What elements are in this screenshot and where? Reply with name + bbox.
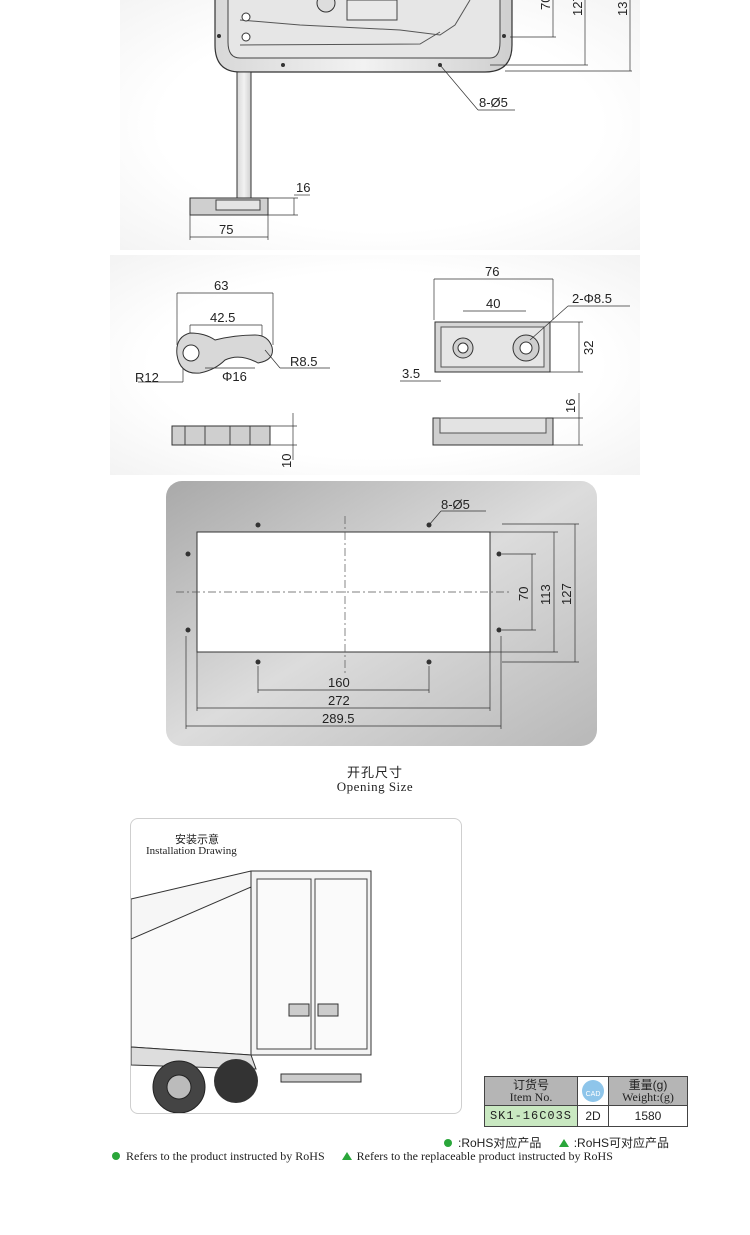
rohs-triangle-icon xyxy=(558,1139,569,1147)
weight-header: 重量(g)Weight:(g) xyxy=(608,1076,688,1106)
dim-75: 75 xyxy=(219,222,233,237)
dim-phi16: Φ16 xyxy=(222,369,247,384)
dim-r8-5: R8.5 xyxy=(290,354,317,369)
cad-icon: CAD xyxy=(582,1080,604,1102)
dim-63: 63 xyxy=(214,278,228,293)
holes-2-phi8-5: 2-Φ8.5 xyxy=(572,291,612,306)
dim-127-opening: 127 xyxy=(559,583,574,605)
bracket-part: 76 40 2-Φ8.5 32 3.5 16 xyxy=(400,264,630,446)
dim-127: 127 xyxy=(570,0,585,16)
dim-70-opening: 70 xyxy=(516,587,531,601)
key-cylinder-icon xyxy=(316,0,336,13)
legend-en: Refers to the product instructed by RoHS… xyxy=(112,1149,613,1164)
cam-part: 63 42.5 R12 Φ16 R8.5 10 xyxy=(135,278,330,468)
cad-type-cell[interactable]: 2D xyxy=(577,1105,609,1127)
opening-size-drawing: 8-Ø5 160 272 289.5 70 113 127 xyxy=(166,481,597,746)
legend-rohs-en: Refers to the product instructed by RoHS xyxy=(126,1149,325,1163)
rohs-circle-icon xyxy=(444,1139,452,1147)
legend-rohs-cn: :RoHS对应产品 xyxy=(458,1136,542,1150)
installation-drawing-box: 安装示意 Installation Drawing xyxy=(130,818,462,1114)
dim-113: 113 xyxy=(538,584,553,605)
dim-70: 70 xyxy=(538,0,553,10)
rohs-triangle-icon xyxy=(341,1152,352,1160)
dim-289-5: 289.5 xyxy=(322,711,355,726)
dim-76: 76 xyxy=(485,264,499,279)
dim-r12: R12 xyxy=(135,370,159,385)
dim-160: 160 xyxy=(328,675,350,690)
cad-header: CAD xyxy=(577,1076,609,1106)
rohs-circle-icon xyxy=(112,1152,120,1160)
dim-10: 10 xyxy=(279,454,294,468)
opening-holes-label: 8-Ø5 xyxy=(441,497,470,512)
dim-272: 272 xyxy=(328,693,350,708)
lock-top-view-drawing: 70 127 13 8-Ø5 16 75 xyxy=(189,0,632,240)
dim-42-5: 42.5 xyxy=(210,310,235,325)
dim-32: 32 xyxy=(581,341,596,355)
dim-13x: 13 xyxy=(615,2,630,16)
item-no-cell: SK1-16C03S xyxy=(484,1105,578,1127)
holes-label: 8-Ø5 xyxy=(479,95,508,110)
dim-16: 16 xyxy=(296,180,310,195)
dim-3-5: 3.5 xyxy=(402,366,420,381)
opening-size-caption-cn: 开孔尺寸 xyxy=(346,765,403,780)
weight-cell: 1580 xyxy=(608,1105,688,1127)
truck-illustration xyxy=(131,870,372,1113)
installation-title-en: Installation Drawing xyxy=(146,845,237,857)
opening-size-caption-en: Opening Size xyxy=(336,779,414,794)
dim-16-bracket: 16 xyxy=(563,399,578,413)
legend-rohs-alt-cn: :RoHS可对应产品 xyxy=(573,1136,670,1150)
dim-40: 40 xyxy=(486,296,500,311)
legend-cn: :RoHS对应产品 :RoHS可对应产品 xyxy=(444,1134,669,1151)
installation-title-cn: 安装示意 xyxy=(175,834,219,846)
parts-drawing: 63 42.5 R12 Φ16 R8.5 10 76 40 2- xyxy=(135,264,630,468)
legend-rohs-alt-en: Refers to the replaceable product instru… xyxy=(356,1149,613,1163)
